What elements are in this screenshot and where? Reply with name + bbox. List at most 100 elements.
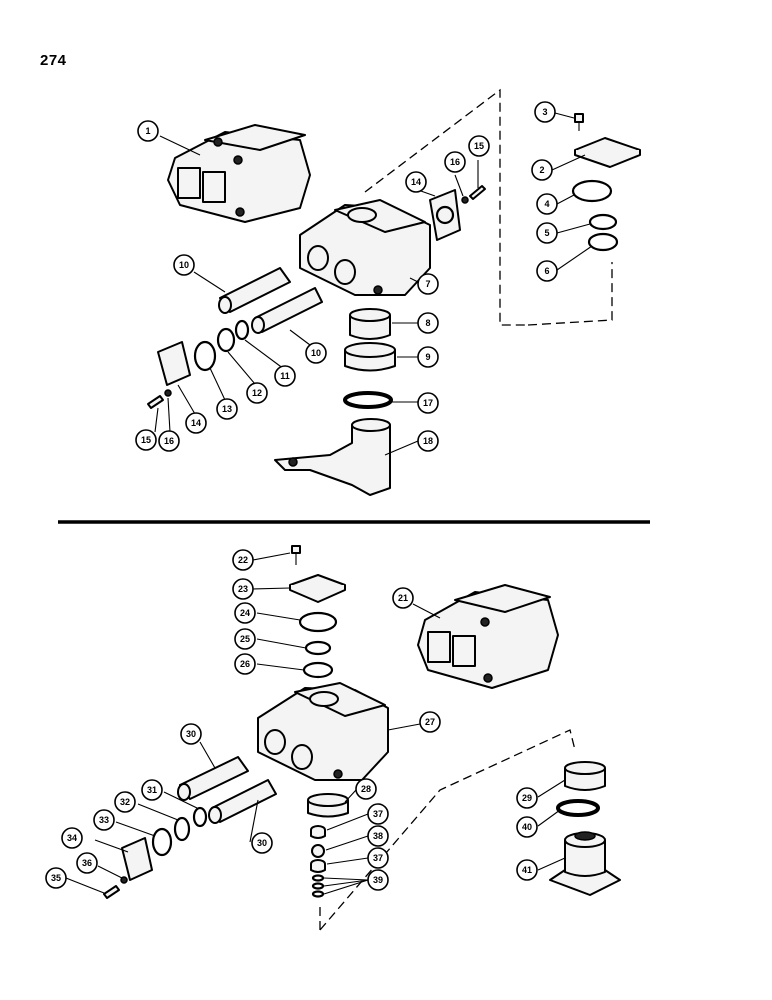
callout-27: 27: [419, 711, 441, 733]
callout-39: 39: [367, 869, 389, 891]
callout-14: 14: [185, 412, 207, 434]
part-15-bolt: [469, 185, 486, 200]
part-28-bushing: [307, 793, 349, 818]
assembly-path-top-right: [527, 262, 613, 326]
callout-21: 21: [392, 587, 414, 609]
svg-text:28: 28: [361, 784, 371, 794]
part-30-spool: [177, 756, 249, 801]
callout-15: 15: [135, 429, 157, 451]
callout-17: 17: [417, 392, 439, 414]
svg-text:21: 21: [398, 593, 408, 603]
svg-text:15: 15: [474, 141, 484, 151]
callout-22: 22: [232, 549, 254, 571]
svg-text:1: 1: [145, 126, 150, 136]
part-29-bushing: [564, 761, 606, 791]
svg-text:39: 39: [373, 875, 383, 885]
callout-12: 12: [246, 382, 268, 404]
svg-text:29: 29: [522, 793, 532, 803]
svg-text:16: 16: [164, 436, 174, 446]
part-11-o-ring: [234, 319, 250, 341]
svg-text:8: 8: [425, 318, 430, 328]
callout-2: 2: [531, 159, 553, 181]
callout-10: 10: [305, 342, 327, 364]
svg-text:3: 3: [542, 107, 547, 117]
callout-31: 31: [141, 779, 163, 801]
part-8-bushing: [349, 308, 391, 340]
callout-15: 15: [468, 135, 490, 157]
svg-text:7: 7: [425, 279, 430, 289]
svg-text:25: 25: [240, 634, 250, 644]
part-40-seal: [556, 799, 600, 817]
part-34-end-cap: [121, 837, 153, 881]
part-38-check-ball: [311, 844, 325, 858]
part-16-washer-b: [164, 389, 172, 397]
part-37-check-ball-seat-b: [310, 859, 326, 873]
part-16-washer: [461, 196, 469, 204]
svg-text:11: 11: [280, 371, 290, 381]
part-30-spool-b: [208, 779, 277, 824]
part-7-housing: [299, 199, 431, 296]
svg-text:13: 13: [222, 404, 232, 414]
callout-6: 6: [536, 260, 558, 282]
svg-text:15: 15: [141, 435, 151, 445]
part-23-cover-plate: [289, 574, 346, 603]
svg-text:18: 18: [423, 436, 433, 446]
svg-text:12: 12: [252, 388, 262, 398]
callout-18: 18: [417, 430, 439, 452]
svg-text:35: 35: [51, 873, 61, 883]
callout-9: 9: [417, 346, 439, 368]
svg-text:9: 9: [425, 352, 430, 362]
part-37-check-ball-seat: [310, 825, 326, 839]
svg-text:2: 2: [539, 165, 544, 175]
callout-28: 28: [355, 778, 377, 800]
svg-text:6: 6: [544, 266, 549, 276]
callout-1: 1: [137, 120, 159, 142]
part-4-o-ring: [571, 179, 613, 203]
svg-text:30: 30: [257, 838, 267, 848]
part-32-o-ring: [173, 816, 191, 842]
svg-text:26: 26: [240, 659, 250, 669]
part-1-valve-assembly: [167, 124, 311, 223]
part-35-bolt: [103, 885, 120, 899]
callout-34: 34: [61, 827, 83, 849]
svg-text:27: 27: [425, 717, 435, 727]
part-14-end-cap: [157, 341, 191, 386]
svg-text:31: 31: [147, 785, 157, 795]
part-27-housing: [257, 682, 389, 781]
part-6-backup-ring: [587, 232, 619, 252]
part-24-o-ring: [298, 611, 338, 633]
callout-3: 3: [534, 101, 556, 123]
svg-text:37: 37: [373, 809, 383, 819]
svg-text:37: 37: [373, 853, 383, 863]
part-9-bushing: [344, 342, 396, 372]
callout-30: 30: [180, 723, 202, 745]
svg-text:23: 23: [238, 584, 248, 594]
part-12-o-ring: [216, 327, 236, 353]
svg-text:41: 41: [522, 865, 532, 875]
callout-25: 25: [234, 628, 256, 650]
part-26-backup-ring: [302, 661, 334, 679]
callout-40: 40: [516, 816, 538, 838]
part-31-o-ring: [192, 806, 208, 828]
svg-text:22: 22: [238, 555, 248, 565]
callout-7: 7: [417, 273, 439, 295]
part-22-bolt: [291, 545, 301, 565]
part-21-valve-assembly: [417, 584, 559, 689]
callout-5: 5: [536, 222, 558, 244]
callout-24: 24: [234, 602, 256, 624]
svg-text:4: 4: [544, 199, 549, 209]
svg-text:10: 10: [179, 260, 189, 270]
callout-11: 11: [274, 365, 296, 387]
svg-text:16: 16: [450, 157, 460, 167]
part-25-o-ring: [304, 640, 332, 656]
svg-text:38: 38: [373, 831, 383, 841]
part-36-washer: [120, 876, 128, 884]
svg-text:34: 34: [67, 833, 77, 843]
svg-text:14: 14: [411, 177, 421, 187]
part-10-spool-b: [251, 287, 323, 334]
callout-38: 38: [367, 825, 389, 847]
callout-4: 4: [536, 193, 558, 215]
svg-text:17: 17: [423, 398, 433, 408]
svg-text:40: 40: [522, 822, 532, 832]
callout-29: 29: [516, 787, 538, 809]
